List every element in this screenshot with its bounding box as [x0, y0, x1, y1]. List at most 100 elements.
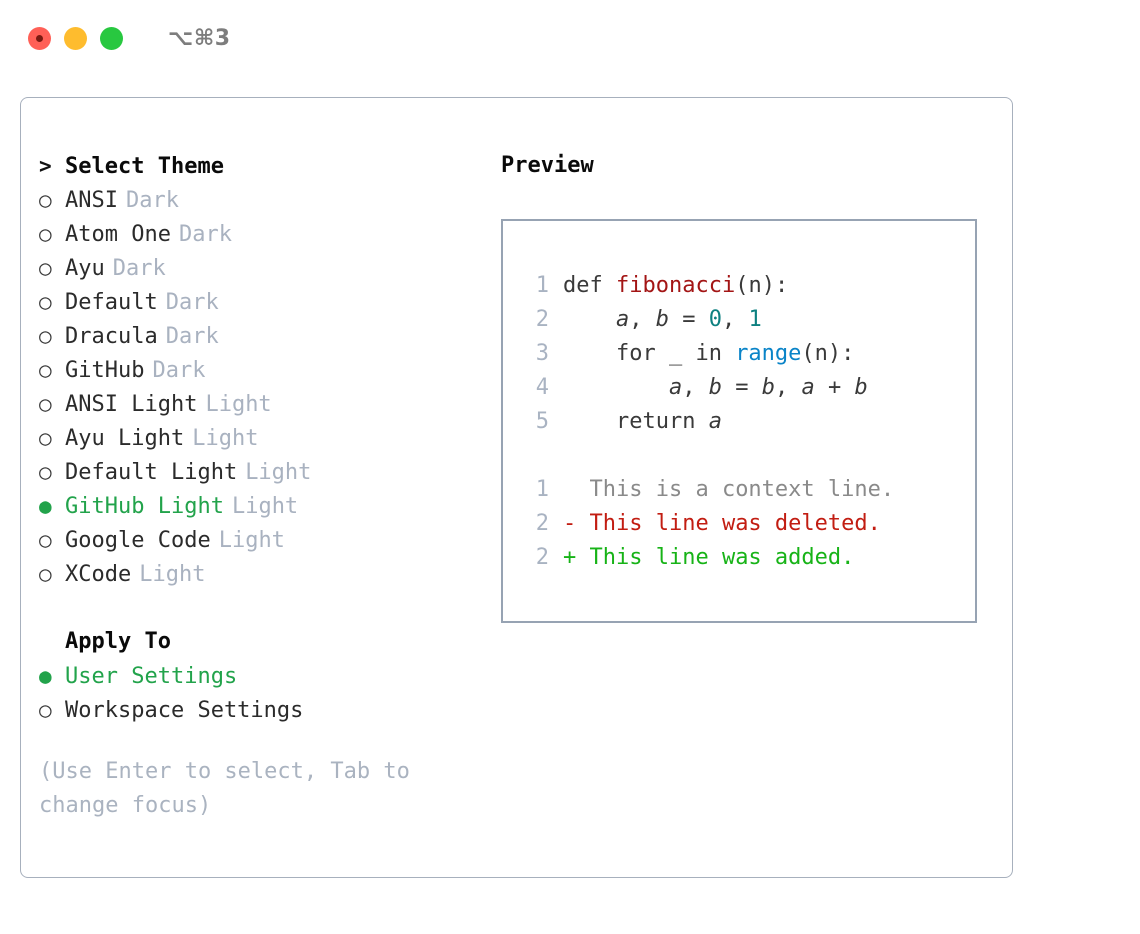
diff-sign: + — [563, 545, 577, 570]
apply-to-option-user-settings[interactable]: ● User Settings — [39, 659, 489, 693]
code-token: , — [629, 307, 656, 332]
line-number: 2 — [535, 545, 549, 570]
line-number: 4 — [535, 375, 549, 400]
code-token: b — [854, 375, 868, 400]
apply-to-option-label: Workspace Settings — [65, 698, 304, 723]
apply-to-option-workspace-settings[interactable]: ○ Workspace Settings — [39, 693, 489, 727]
radio-unselected-icon: ○ — [39, 324, 52, 348]
apply-to-header: Apply To — [39, 625, 489, 659]
code-diff-separator — [503, 439, 975, 473]
radio-unselected-icon: ○ — [39, 358, 52, 382]
theme-option-tag: Light — [192, 426, 259, 451]
theme-option-label: XCode — [65, 562, 132, 587]
theme-option-tag: Dark — [178, 222, 232, 247]
radio-unselected-icon: ○ — [39, 562, 52, 586]
code-token: = — [668, 307, 709, 332]
code-token: (n): — [735, 273, 789, 298]
theme-option-github-dark[interactable]: ○ GitHub Dark — [39, 353, 489, 387]
code-token: b — [761, 375, 775, 400]
theme-option-tag: Dark — [125, 188, 179, 213]
preview-box: 1 def fibonacci(n): 2 a, b = 0, 1 3 for … — [501, 219, 977, 623]
line-number: 2 — [535, 307, 549, 332]
theme-option-label: Ayu Light — [65, 426, 185, 451]
code-token: for _ in — [563, 341, 736, 366]
code-token — [563, 375, 669, 400]
theme-option-label: GitHub — [65, 358, 145, 383]
code-line: 1 def fibonacci(n): — [503, 269, 975, 303]
theme-option-atom-one-dark[interactable]: ○ Atom One Dark — [39, 217, 489, 251]
code-token: b — [655, 307, 669, 332]
zoom-button[interactable] — [100, 26, 123, 50]
radio-unselected-icon: ○ — [39, 188, 52, 212]
radio-unselected-icon: ○ — [39, 426, 52, 450]
theme-option-ayu-light[interactable]: ○ Ayu Light Light — [39, 421, 489, 455]
list-spacer — [39, 591, 489, 625]
select-theme-header: > Select Theme — [39, 149, 489, 183]
theme-option-label: GitHub Light — [65, 494, 224, 519]
theme-option-tag: Light — [245, 460, 312, 485]
code-content: for _ in range(n): — [563, 337, 854, 371]
code-token: return — [563, 409, 709, 434]
theme-option-dracula-dark[interactable]: ○ Dracula Dark — [39, 319, 489, 353]
theme-option-label: Default Light — [65, 460, 238, 485]
preview-column: Preview 1 def fibonacci(n): 2 a, b = 0, … — [501, 149, 1001, 623]
code-content: a, b = 0, 1 — [563, 303, 762, 337]
theme-option-xcode[interactable]: ○ XCode Light — [39, 557, 489, 591]
diff-sign: - — [563, 511, 577, 536]
code-token: , — [774, 375, 802, 400]
theme-option-tag: Dark — [152, 358, 206, 383]
code-line: 3 for _ in range(n): — [503, 337, 975, 371]
theme-option-default-dark[interactable]: ○ Default Dark — [39, 285, 489, 319]
code-token: a — [615, 307, 630, 332]
diff-line-added: 2 + This line was added. — [503, 541, 975, 575]
theme-option-ansi-dark[interactable]: ○ ANSI Dark — [39, 183, 489, 217]
line-number: 5 — [535, 409, 549, 434]
close-button[interactable] — [28, 26, 51, 50]
code-token: def — [563, 273, 616, 298]
theme-option-tag: Light — [205, 392, 272, 417]
code-token: a — [801, 375, 815, 400]
code-token: fibonacci — [615, 273, 736, 298]
theme-option-tag: Light — [139, 562, 206, 587]
diff-line-context: 1 This is a context line. — [503, 473, 975, 507]
keyboard-shortcut-label: ⌥⌘3 — [168, 25, 231, 51]
theme-option-tag: Dark — [165, 290, 219, 315]
radio-unselected-icon: ○ — [39, 222, 52, 246]
theme-option-tag: Light — [218, 528, 285, 553]
theme-option-tag: Light — [231, 494, 299, 519]
diff-content: This line was added. — [576, 545, 855, 570]
theme-option-github-light[interactable]: ● GitHub Light Light — [39, 489, 489, 523]
theme-selection-column: > Select Theme ○ ANSI Dark ○ Atom One Da… — [39, 149, 489, 823]
code-line: 5 return a — [503, 405, 975, 439]
line-number: 1 — [535, 477, 549, 502]
code-token: + — [814, 375, 855, 400]
window-titlebar: ⌥⌘3 — [0, 0, 1140, 76]
minimize-button[interactable] — [64, 26, 87, 50]
caret-icon: > — [39, 154, 52, 178]
code-line: 4 a, b = b, a + b — [503, 371, 975, 405]
code-token: range — [735, 341, 802, 366]
code-token: = — [721, 375, 762, 400]
code-token: 0 — [708, 307, 722, 332]
code-token: 1 — [748, 307, 762, 332]
select-theme-title: Select Theme — [65, 154, 224, 179]
theme-option-google-code[interactable]: ○ Google Code Light — [39, 523, 489, 557]
line-number: 1 — [535, 273, 549, 298]
preview-title: Preview — [501, 153, 594, 178]
theme-option-label: Ayu — [65, 256, 105, 281]
radio-unselected-icon: ○ — [39, 290, 52, 314]
diff-content: This line was deleted. — [576, 511, 881, 536]
code-token: b — [708, 375, 722, 400]
radio-unselected-icon: ○ — [39, 528, 52, 552]
theme-option-default-light[interactable]: ○ Default Light Light — [39, 455, 489, 489]
theme-option-ansi-light[interactable]: ○ ANSI Light Light — [39, 387, 489, 421]
theme-option-label: Atom One — [65, 222, 171, 247]
theme-option-label: Google Code — [65, 528, 211, 553]
code-token: , — [682, 375, 709, 400]
code-token: , — [721, 307, 749, 332]
code-content: def fibonacci(n): — [563, 269, 788, 303]
code-content: return a — [563, 405, 722, 439]
code-token — [563, 307, 616, 332]
theme-option-ayu-dark[interactable]: ○ Ayu Dark — [39, 251, 489, 285]
